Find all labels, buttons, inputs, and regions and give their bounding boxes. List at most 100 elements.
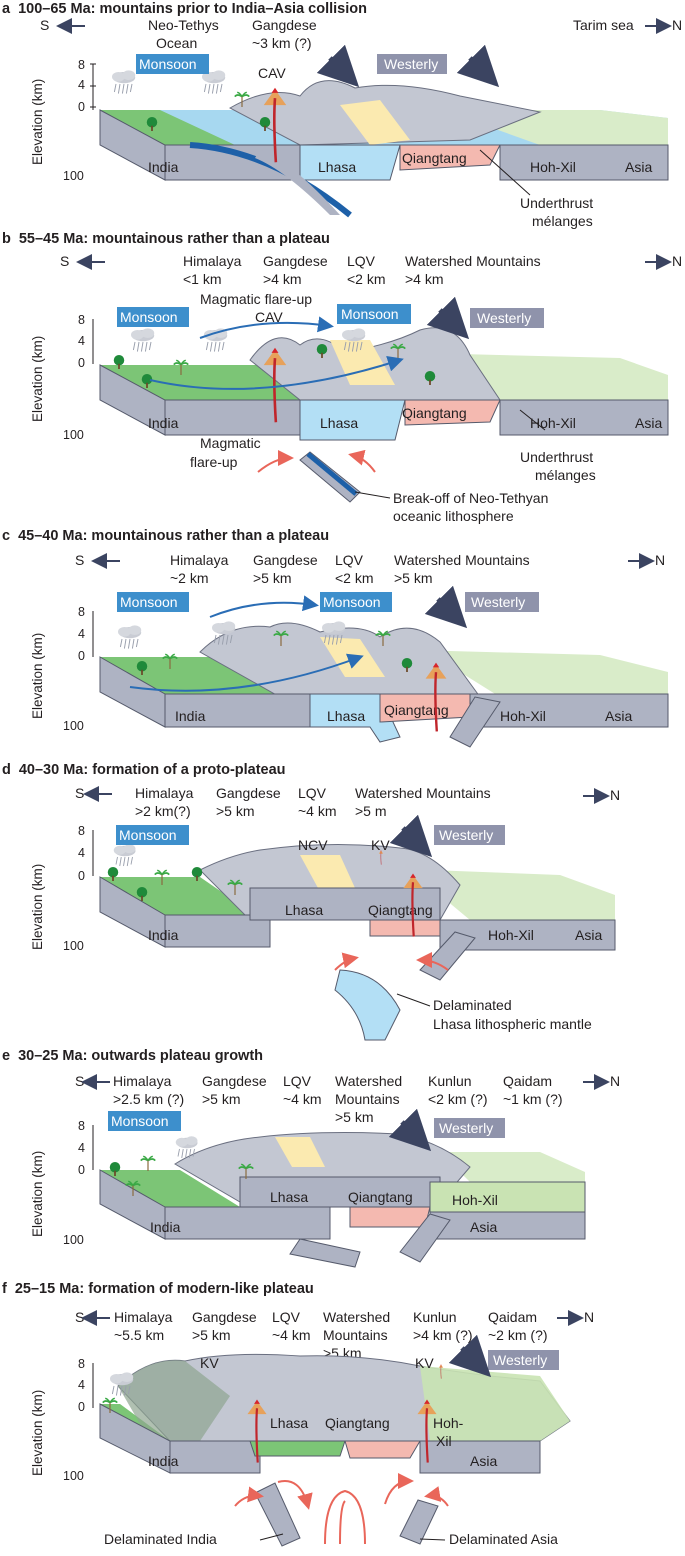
- block-india: India: [148, 1453, 179, 1469]
- south-label: S: [75, 1073, 84, 1089]
- top-label: Neo-Tethys: [148, 17, 219, 33]
- tick-label: 4: [78, 78, 85, 92]
- top-label: LQV: [335, 552, 364, 568]
- top-label: <2 km: [347, 271, 386, 287]
- top-label: Ocean: [156, 35, 197, 51]
- top-label: ~3 km (?): [252, 35, 312, 51]
- top-label: Watershed Mountains: [394, 552, 530, 568]
- svg-text:Monsoon: Monsoon: [139, 56, 197, 72]
- callout-break-off: Break-off of Neo-Tethyan: [393, 490, 548, 506]
- south-label: S: [60, 253, 69, 269]
- block-qiangtang: Qiangtang: [325, 1415, 390, 1431]
- tick-label: 100: [63, 1469, 84, 1483]
- block-asia: Asia: [470, 1453, 497, 1469]
- top-label: LQV: [298, 785, 327, 801]
- south-label: S: [75, 785, 84, 801]
- top-label: Himalaya: [170, 552, 229, 568]
- callout-delaminated: Delaminated: [433, 997, 512, 1013]
- top-label: Kunlun: [413, 1309, 457, 1325]
- callout-flare-up: flare-up: [190, 454, 238, 470]
- tick-label: 4: [78, 1378, 85, 1392]
- tick-label: 8: [78, 605, 85, 619]
- top-label: Gangdese: [263, 253, 328, 269]
- wind-arrow-icon: [424, 585, 468, 629]
- north-label: N: [655, 552, 665, 568]
- y-axis-label: Elevation (km): [30, 336, 45, 422]
- wind-arrow-icon: [448, 1334, 492, 1378]
- callout-underthrust: mélanges: [535, 467, 596, 483]
- top-label: <1 km: [183, 271, 222, 287]
- tick-label: 0: [78, 1400, 85, 1414]
- top-label: Qaidam: [503, 1073, 552, 1089]
- monsoon-tag: [337, 304, 411, 324]
- feature-kv: KV: [371, 837, 390, 853]
- tick-label: 8: [78, 824, 85, 838]
- top-label: Gangdese: [253, 552, 318, 568]
- block-lhasa: Lhasa: [320, 415, 358, 431]
- block-india: India: [175, 708, 206, 724]
- north-label: N: [672, 17, 682, 33]
- north-label: N: [610, 787, 620, 803]
- south-label: S: [40, 17, 49, 33]
- tick-label: 0: [78, 356, 85, 370]
- top-label: >5 km: [253, 570, 292, 586]
- top-label: LQV: [272, 1309, 301, 1325]
- tick-label: 4: [78, 627, 85, 641]
- top-label: LQV: [283, 1073, 312, 1089]
- top-label: >4 km: [405, 271, 444, 287]
- feature-ncv: NCV: [298, 837, 328, 853]
- block-qiangtang: Qiangtang: [402, 405, 467, 421]
- callout-underthrust: mélanges: [532, 213, 593, 229]
- y-axis-label: Elevation (km): [30, 79, 45, 165]
- block-qiangtang: Qiangtang: [348, 1189, 413, 1205]
- top-label: >4 km: [263, 271, 302, 287]
- top-label: >2 km(?): [135, 803, 191, 819]
- top-label: >4 km (?): [413, 1327, 473, 1343]
- tick-label: 100: [63, 939, 84, 953]
- top-label: Watershed: [323, 1309, 390, 1325]
- south-label: S: [75, 1309, 84, 1325]
- feature-kv: KV: [415, 1355, 434, 1371]
- y-axis-label: Elevation (km): [30, 864, 45, 950]
- top-label: Mountains: [323, 1327, 388, 1343]
- block-india: India: [148, 159, 179, 175]
- tick-label: 8: [78, 1357, 85, 1371]
- north-label: N: [610, 1073, 620, 1089]
- cloud-rain-icon: [111, 69, 136, 95]
- block-hoh-xil: Hoh-Xil: [452, 1192, 498, 1208]
- top-label: ~2 km: [170, 570, 209, 586]
- top-label: >5 km: [216, 803, 255, 819]
- wind-arrow-icon: [456, 44, 500, 88]
- tick-label: 8: [78, 58, 85, 72]
- svg-text:Monsoon: Monsoon: [119, 827, 177, 843]
- block-india: India: [148, 415, 179, 431]
- block-hoh-xil: Hoh-Xil: [530, 159, 576, 175]
- tick-label: 0: [78, 649, 85, 663]
- tick-label: 8: [78, 1119, 85, 1133]
- wind-arrow-icon: [316, 44, 360, 88]
- top-label: ~4 km: [272, 1327, 311, 1343]
- westerly-tag: [434, 825, 505, 845]
- block-hoh-xil: Xil: [436, 1433, 452, 1449]
- block-lhasa: Lhasa: [327, 708, 365, 724]
- block-lhasa: Lhasa: [270, 1189, 308, 1205]
- cloud-rain-icon: [113, 843, 136, 867]
- top-label: Gangdese: [202, 1073, 267, 1089]
- block-lhasa: Lhasa: [270, 1415, 308, 1431]
- tick-label: 4: [78, 1141, 85, 1155]
- tick-label: 100: [63, 1233, 84, 1247]
- tick-label: 100: [63, 428, 84, 442]
- south-label: S: [75, 552, 84, 568]
- svg-text:Monsoon: Monsoon: [111, 1113, 169, 1129]
- callout-break-off: oceanic lithosphere: [393, 508, 514, 524]
- tick-label: 0: [78, 100, 85, 114]
